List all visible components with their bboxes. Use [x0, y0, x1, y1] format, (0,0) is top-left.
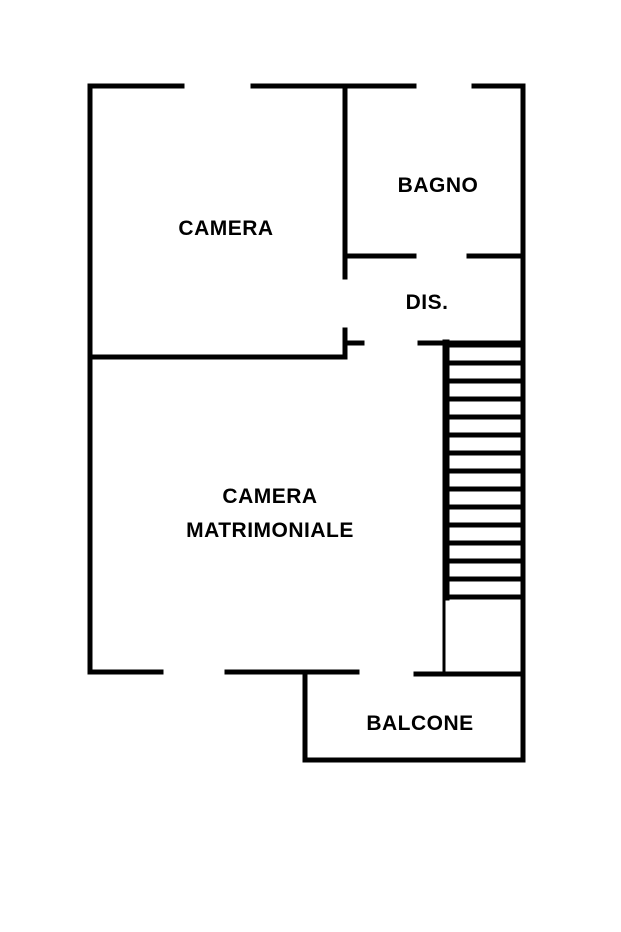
staircase — [449, 342, 523, 600]
room-label-bagno: BAGNO — [398, 174, 479, 197]
room-label-matrimoniale-1: CAMERA — [222, 485, 317, 508]
room-label-matrimoniale-2: MATRIMONIALE — [186, 519, 354, 542]
room-label-balcone: BALCONE — [366, 712, 473, 735]
walls — [87, 83, 526, 763]
room-label-dis: DIS. — [406, 291, 449, 314]
room-label-camera: CAMERA — [178, 217, 273, 240]
